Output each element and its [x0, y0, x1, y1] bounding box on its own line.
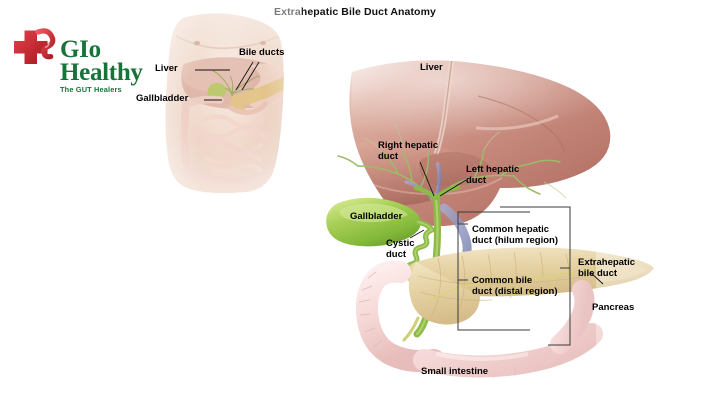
main-label-common-hepatic-duct: Common hepatic duct (hilum region)	[472, 224, 559, 246]
gallbladder-organ	[326, 197, 436, 275]
logo-tagline: The GUT Healers	[60, 85, 122, 94]
label-brackets	[457, 206, 571, 346]
main-label-small-intestine: Small intestine	[421, 366, 489, 377]
logo-name-line2: Healthy	[60, 59, 143, 86]
main-label-gallbladder: Gallbladder	[350, 211, 403, 222]
torso-inset-figure	[150, 8, 302, 198]
main-anatomy-group	[326, 60, 710, 379]
main-label-pancreas: Pancreas	[592, 302, 635, 313]
inset-label-liver: Liver	[155, 63, 178, 74]
logo-name-line1: GIo	[60, 36, 101, 63]
page-title: Extrahepatic Bile Duct Anatomy	[274, 6, 436, 18]
main-label-right-hepatic-duct: Right hepatic duct	[378, 140, 439, 162]
main-label-liver: Liver	[420, 62, 443, 73]
main-label-left-hepatic-duct: Left hepatic duct	[466, 164, 520, 186]
main-label-cystic-duct: Cystic duct	[386, 238, 415, 260]
inset-label-gallbladder: Gallbladder	[136, 93, 189, 104]
main-leader-lines	[409, 161, 604, 285]
main-label-common-bile-duct: Common bile duct (distal region)	[472, 275, 558, 297]
inset-leader-lines	[195, 61, 260, 101]
small-intestine-organ	[355, 260, 603, 379]
logo[interactable]: GIo Healthy The GUT Healers	[8, 18, 148, 94]
pancreas-organ	[405, 247, 654, 325]
logo-text: GIo Healthy The GUT Healers	[60, 36, 143, 94]
inset-label-bile-ducts: Bile ducts	[239, 47, 285, 58]
logo-cross-icon	[14, 28, 56, 64]
liver-organ	[337, 60, 611, 261]
main-label-extrahepatic-bile-duct: Extrahepatic bile duct	[578, 257, 636, 279]
